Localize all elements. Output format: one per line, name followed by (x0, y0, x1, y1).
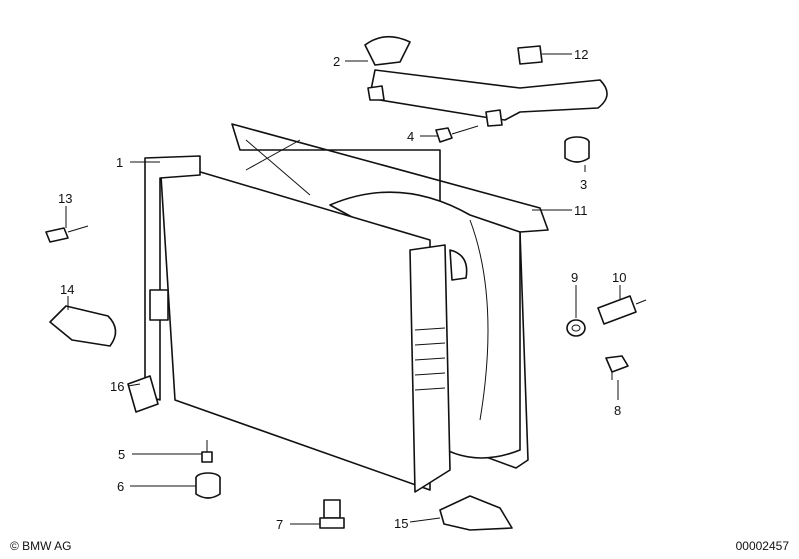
callout-5: 5 (118, 447, 125, 462)
callout-6: 6 (117, 479, 124, 494)
callout-13: 13 (58, 191, 72, 206)
callout-11: 11 (574, 203, 588, 218)
bolt-4 (435, 125, 479, 143)
document-id: 00002457 (735, 539, 789, 553)
callout-9: 9 (571, 270, 578, 285)
temp-switch-8 (605, 355, 629, 380)
callout-7: 7 (276, 517, 283, 532)
callout-12: 12 (574, 47, 588, 62)
callout-3: 3 (580, 177, 587, 192)
air-duct-14 (49, 305, 117, 347)
callout-4: 4 (407, 129, 414, 144)
rubber-mount-3 (564, 136, 590, 163)
callout-8: 8 (614, 403, 621, 418)
air-duct-15 (439, 495, 513, 531)
callout-14: 14 (60, 282, 74, 297)
clip-13 (45, 225, 89, 243)
callout-10: 10 (612, 270, 626, 285)
callout-2: 2 (333, 54, 340, 69)
copyright-text: © BMW AG (10, 539, 72, 553)
callout-1: 1 (116, 155, 123, 170)
callout-16: 16 (110, 379, 124, 394)
drain-plug-7 (319, 499, 345, 529)
temp-sensor-10 (597, 295, 647, 325)
radiator-support-bracket (364, 35, 608, 127)
callout-15: 15 (394, 516, 408, 531)
sealing-ring-9 (566, 319, 586, 337)
screw-5 (201, 440, 213, 463)
leader-lines (65, 53, 621, 525)
rubber-mount-6 (195, 472, 221, 499)
radiator (144, 155, 468, 493)
